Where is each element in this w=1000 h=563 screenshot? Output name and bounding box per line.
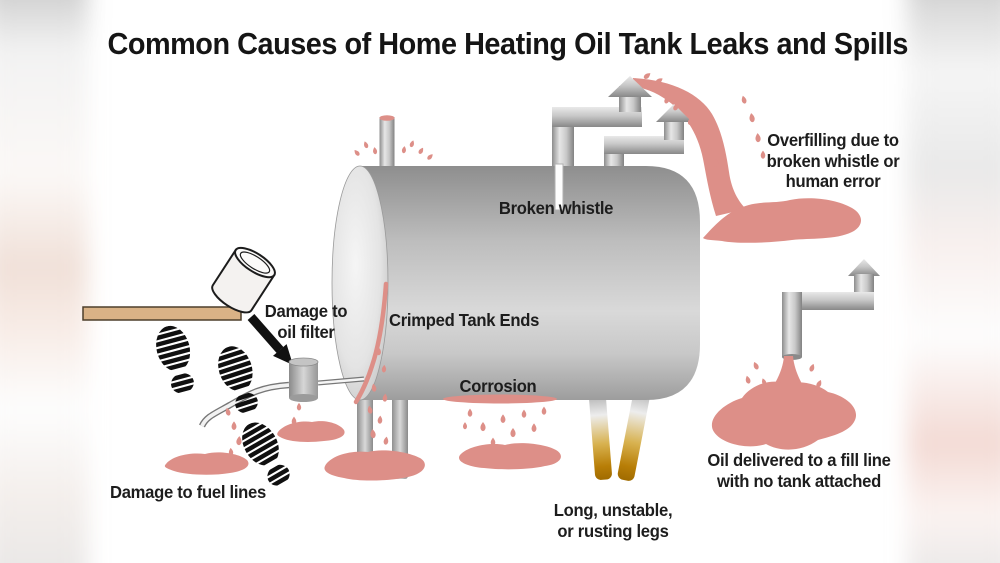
- oil-drop-icon: [541, 406, 547, 415]
- oil-drop-icon: [760, 150, 766, 159]
- oil-drop-icon: [740, 95, 748, 105]
- oil-drop-icon: [500, 414, 506, 423]
- oil-drop-icon: [236, 435, 242, 446]
- oil-drop-icon: [744, 375, 752, 385]
- fill-line-top-pipe: [854, 274, 874, 296]
- left-blur-edge: [0, 0, 89, 563]
- oil-drop-icon: [296, 402, 302, 411]
- oil-drop-icon: [748, 112, 756, 123]
- fill-line-cap-icon: [848, 259, 880, 276]
- corrosion-puddle: [459, 443, 561, 470]
- corrosion-seep: [443, 394, 557, 404]
- crimp-leak-puddle: [324, 450, 425, 481]
- oil-drop-icon: [467, 408, 473, 417]
- rusting-legs: [588, 385, 651, 481]
- vent-pipe-oil-top: [379, 115, 395, 121]
- label-corrosion: Corrosion: [459, 376, 537, 396]
- disconnected-fill-line: [782, 259, 880, 360]
- fill-line-horizontal-pipe: [782, 292, 874, 310]
- oil-drop-icon: [352, 148, 361, 157]
- fill-cap-icon: [656, 104, 692, 122]
- fuel-line-puddle: [164, 452, 249, 475]
- oil-drop-icon: [409, 139, 416, 148]
- oil-drop-icon: [752, 361, 760, 371]
- oil-drop-icon: [383, 436, 389, 445]
- right-blur-edge: [907, 0, 1000, 563]
- oil-drop-icon: [510, 428, 516, 438]
- boot-print-icon: [209, 341, 268, 417]
- fill-horizontal-pipe: [604, 136, 684, 154]
- falling-filter-cartridge: [211, 246, 276, 314]
- vent-cap-icon: [608, 76, 652, 97]
- filter-puddle: [277, 421, 345, 442]
- oil-drop-icon: [521, 409, 527, 418]
- fuel-line-drips: [224, 407, 242, 456]
- tank-end-cap: [331, 165, 389, 401]
- fill-line-down-pipe: [782, 292, 802, 357]
- oil-drop-icon: [531, 423, 537, 432]
- fuel-line: [199, 376, 365, 428]
- whistle-pipe: [554, 163, 564, 211]
- crimp-leak-stream: [353, 281, 389, 405]
- oil-drop-icon: [755, 132, 761, 143]
- rusting-leg-right: [617, 385, 651, 481]
- oil-drop-icon: [231, 421, 237, 430]
- oil-drop-icon: [426, 152, 435, 161]
- oil-filter: [288, 357, 319, 402]
- arrow-icon: [247, 314, 293, 365]
- oil-drop-icon: [362, 140, 369, 149]
- oil-drop-icon: [417, 146, 425, 155]
- oil-drop-icon: [480, 422, 486, 432]
- corrosion-drips: [462, 406, 547, 446]
- oil-drop-icon: [377, 415, 383, 424]
- overfill-puddle: [703, 198, 861, 243]
- oil-drop-icon: [462, 422, 468, 430]
- label-broken-whistle: Broken whistle: [498, 198, 614, 218]
- label-damage-fuel-lines: Damage to fuel lines: [110, 482, 266, 502]
- vent-pipe: [379, 115, 395, 169]
- oil-drop-icon: [808, 363, 816, 373]
- label-overfilling: Overfilling due to broken whistle or hum…: [766, 130, 900, 192]
- tank-body: [360, 166, 700, 400]
- oil-drop-icon: [372, 146, 378, 155]
- label-long-unstable-legs: Long, unstable, or rusting legs: [553, 500, 673, 541]
- fill-line-puddle: [711, 381, 857, 450]
- boot-print-icon: [148, 321, 204, 396]
- oil-tank: [331, 165, 700, 401]
- page-title: Common Causes of Home Heating Oil Tank L…: [107, 26, 909, 61]
- overfill-stream: [632, 78, 746, 216]
- label-oil-delivered: Oil delivered to a fill line with no tan…: [707, 450, 891, 491]
- oil-drop-icon: [642, 71, 652, 81]
- shelf-plank: [82, 306, 242, 321]
- oil-drop-icon: [401, 145, 407, 154]
- label-crimped-tank-ends: Crimped Tank Ends: [389, 310, 540, 330]
- vent-pipe-body: [379, 117, 395, 169]
- label-damage-oil-filter: Damage to oil filter: [264, 301, 348, 342]
- rusting-leg-left: [588, 389, 612, 480]
